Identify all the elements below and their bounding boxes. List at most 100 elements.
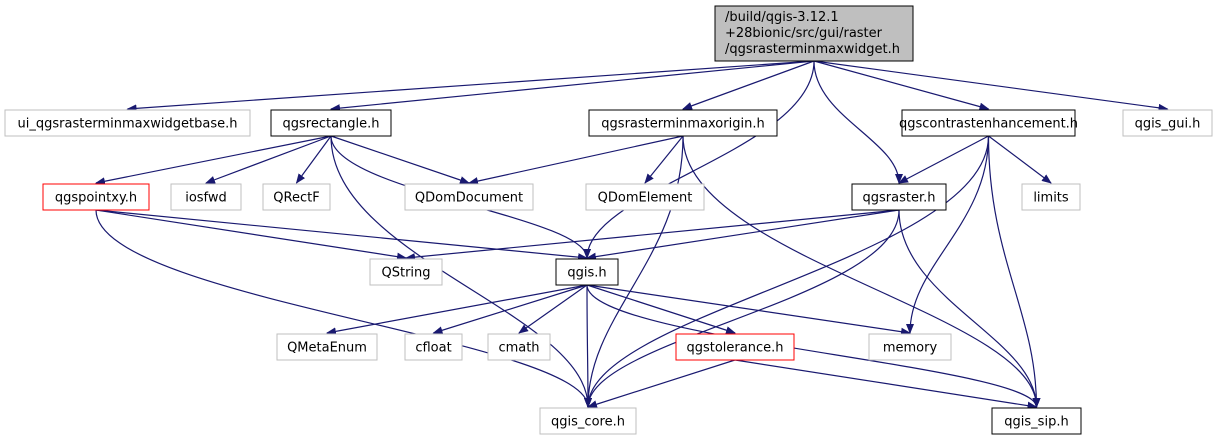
node-box-QString [369,258,443,286]
node-cfloat[interactable]: cfloat [404,333,463,361]
node-QDomElement[interactable]: QDomElement [585,183,705,211]
edge-qgsrectangle-to-qgis_core [330,135,592,408]
node-QString[interactable]: QString [369,258,443,286]
edge-qgis-to-qgstolerance [586,284,736,335]
edge-qgscontrastenhancement-to-limits [988,135,1052,184]
node-label-qgis_core: qgis_core.h [551,415,625,430]
edges-layer [95,60,1169,410]
root-line-3: /qgsrasterminmaxwidget.h [725,42,900,57]
node-box-qgis_core [539,407,637,435]
edge-qgsraster-to-qgis_sip [898,209,1041,408]
edge-qgis-to-QMetaEnum [326,284,588,336]
root-line-1: /build/qgis-3.12.1 [725,10,839,25]
edge-qgspointxy-to-QString [95,209,407,261]
root-line-2: +28bionic/src/gui/raster [725,26,883,41]
node-QDomDocument[interactable]: QDomDocument [404,183,534,211]
edge-qgsraster-to-QString [405,209,900,262]
node-qgis_gui[interactable]: qgis_gui.h [1122,109,1213,137]
edge-qgis-to-qgis_core [583,284,592,408]
node-box-QRectF [262,183,331,211]
node-label-qgsraster: qgsraster.h [863,191,936,206]
node-label-QRectF: QRectF [273,191,319,206]
node-qgis_sip[interactable]: qgis_sip.h [991,407,1082,435]
node-label-qgis_gui: qgis_gui.h [1135,117,1201,132]
edge-qgis-to-cmath [518,284,588,334]
node-label-QDomElement: QDomElement [598,191,693,206]
node-qgstolerance[interactable]: qgstolerance.h [675,333,795,361]
edge-qgscontrastenhancement-to-qgis_sip [987,135,1041,408]
node-qgis_core[interactable]: qgis_core.h [539,407,637,435]
node-label-qgscontrastenhancement: qgscontrastenhancement.h [899,117,1078,132]
node-box-QDomDocument [404,183,534,211]
edge-qgsrasterminmaxorigin-to-QDomDocument [468,135,684,185]
node-box-qgsrasterminmaxorigin [588,109,778,137]
node-box-qgis_sip [991,407,1082,435]
node-ui_base[interactable]: ui_qgsrasterminmaxwidgetbase.h [4,109,251,137]
edge-qgis-to-qgis_sip [586,284,1041,408]
node-qgis[interactable]: qgis.h [555,258,619,286]
node-label-iosfwd: iosfwd [185,191,227,206]
node-label-qgsrectangle: qgsrectangle.h [282,117,379,132]
node-qgsrasterminmaxorigin[interactable]: qgsrasterminmaxorigin.h [588,109,778,137]
node-label-limits: limits [1033,191,1069,206]
node-label-QMetaEnum: QMetaEnum [287,341,367,356]
node-label-qgis: qgis.h [567,266,606,281]
root-node: /build/qgis-3.12.1 +28bionic/src/gui/ras… [714,5,914,62]
edge-qgscontrastenhancement-to-qgis_core [584,135,990,408]
node-limits[interactable]: limits [1021,183,1081,211]
edge-root-to-ui_base [126,60,815,113]
node-box-qgsrectangle [270,109,392,137]
node-label-qgstolerance: qgstolerance.h [686,341,783,356]
edge-qgscontrastenhancement-to-memory [906,135,990,334]
node-iosfwd[interactable]: iosfwd [170,183,242,211]
edge-qgsrectangle-to-qgspointxy [95,135,332,186]
edge-qgspointxy-to-qgis [95,209,588,262]
edge-qgis-to-cfloat [432,284,588,335]
edge-qgsrectangle-to-iosfwd [205,135,332,184]
edge-root-to-qgsrectangle [330,60,815,113]
node-box-qgsraster [851,183,947,211]
node-qgscontrastenhancement[interactable]: qgscontrastenhancement.h [899,109,1078,137]
edge-qgsrasterminmaxorigin-to-qgis_core [584,135,684,408]
edge-qgstolerance-to-qgis_core [587,359,736,409]
node-box-qgis [555,258,619,286]
node-box-qgstolerance [675,333,795,361]
edge-qgscontrastenhancement-to-qgsraster [898,135,989,184]
nodes-layer: /build/qgis-3.12.1 +28bionic/src/gui/ras… [4,5,1213,435]
edge-qgis-to-memory [586,284,911,336]
node-qgsraster[interactable]: qgsraster.h [851,183,947,211]
node-QMetaEnum[interactable]: QMetaEnum [276,333,378,361]
edge-qgspointxy-to-qgis_core [95,209,592,408]
node-QRectF[interactable]: QRectF [262,183,331,211]
node-box-QDomElement [585,183,705,211]
edge-qgsraster-to-qgis [586,209,900,261]
node-box-ui_base [4,109,251,137]
node-memory[interactable]: memory [868,333,952,361]
node-label-qgis_sip: qgis_sip.h [1004,415,1068,430]
edge-qgsrectangle-to-QRectF [295,135,332,184]
node-cmath[interactable]: cmath [487,333,551,361]
node-box-cmath [487,333,551,361]
node-label-memory: memory [883,341,938,356]
node-label-cmath: cmath [498,341,539,356]
edge-qgsrectangle-to-QDomDocument [330,135,470,184]
node-box-qgspointxy [42,183,150,211]
node-box-cfloat [404,333,463,361]
node-qgspointxy[interactable]: qgspointxy.h [42,183,150,211]
node-label-qgsrasterminmaxorigin: qgsrasterminmaxorigin.h [601,117,764,132]
node-box-iosfwd [170,183,242,211]
node-box-qgscontrastenhancement [901,109,1076,137]
node-label-cfloat: cfloat [415,341,451,356]
node-box-QMetaEnum [276,333,378,361]
node-label-QDomDocument: QDomDocument [415,191,523,206]
node-box-memory [868,333,952,361]
node-box-qgis_gui [1122,109,1213,137]
node-label-QString: QString [381,266,430,281]
node-label-qgspointxy: qgspointxy.h [55,191,137,206]
node-qgsrectangle[interactable]: qgsrectangle.h [270,109,392,137]
edge-qgsrasterminmaxorigin-to-qgis_sip [682,135,1041,408]
edge-root-to-qgscontrastenhancement [813,60,990,111]
node-box-limits [1021,183,1081,211]
